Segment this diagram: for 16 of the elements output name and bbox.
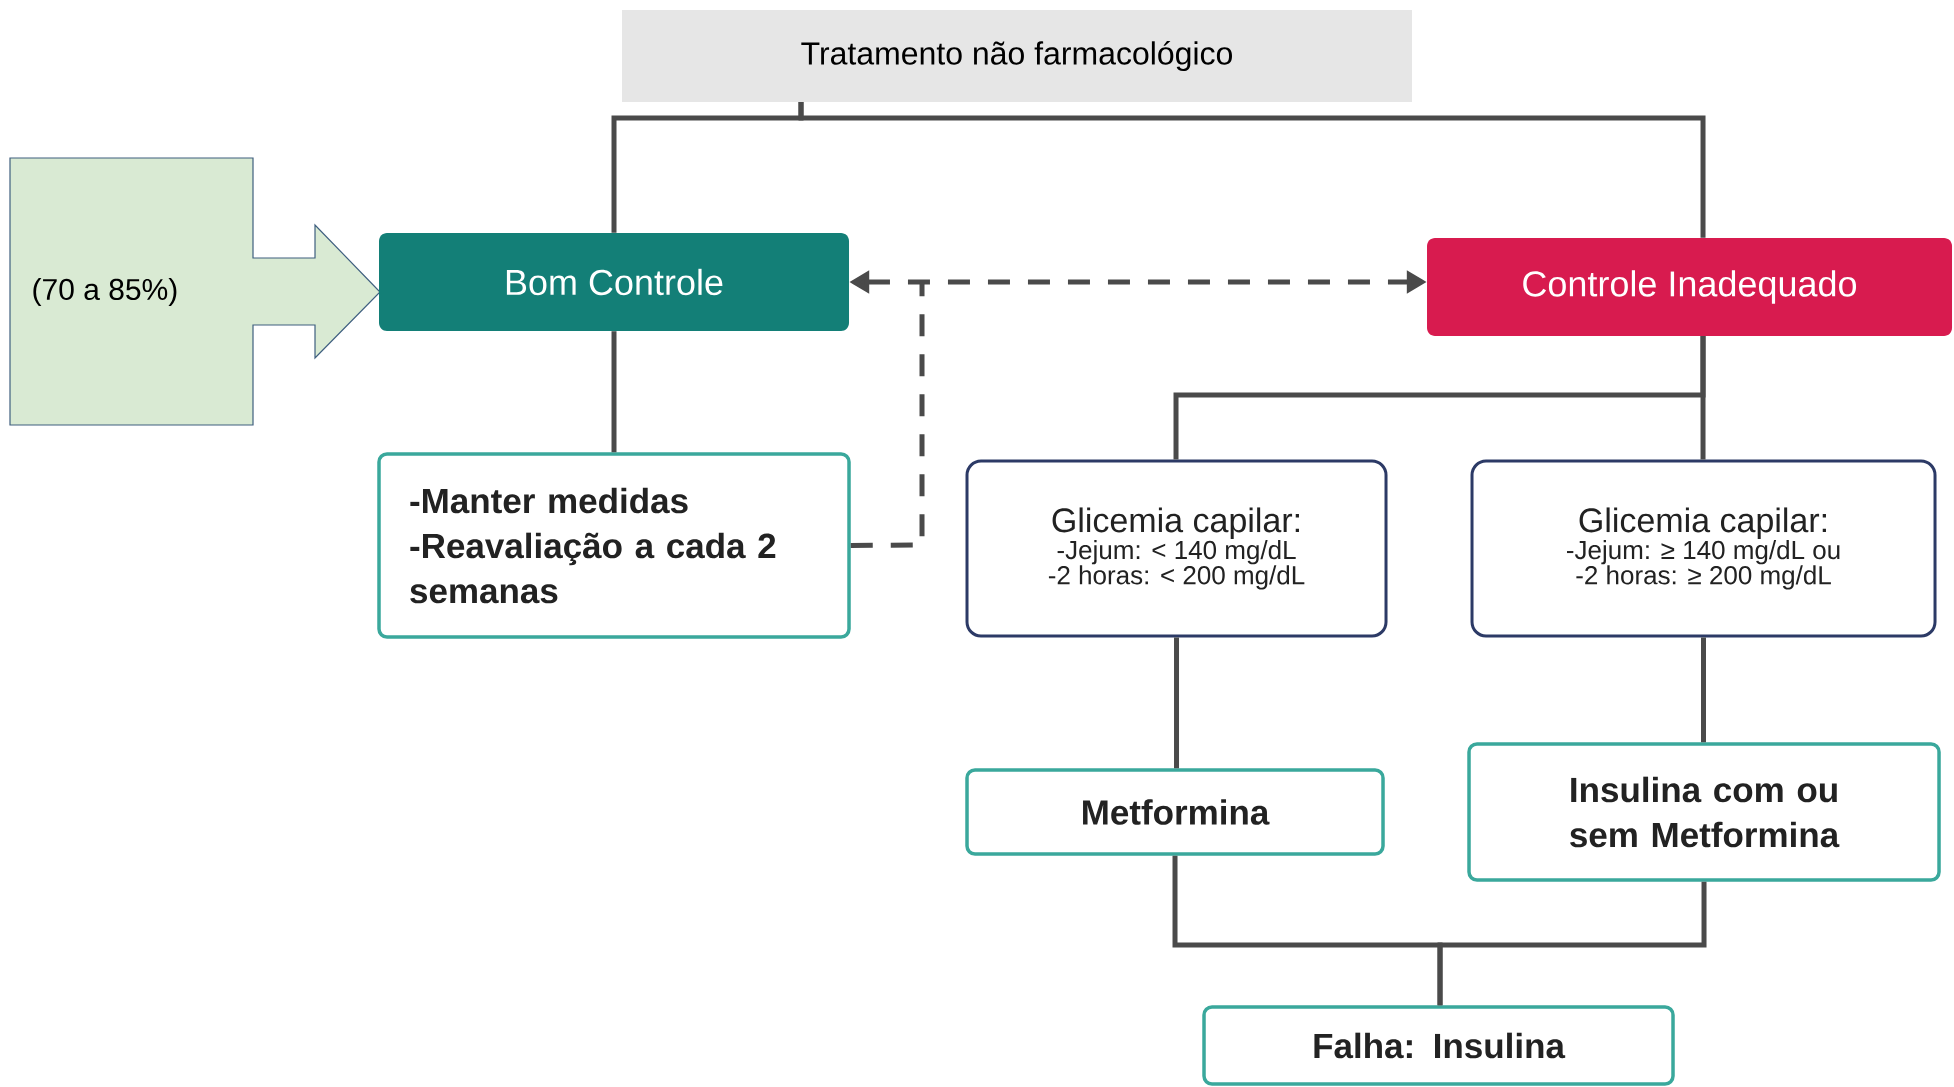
- title-box: Tratamento não farmacológico: [622, 10, 1412, 102]
- connector-line: [1700, 336, 1706, 460]
- action-box: -Manter medidas -Reavaliação a cada 2 semanas: [377, 452, 851, 639]
- criteria-box: Glicemia capilar: -Jejum: < 140 mg/dL -2 horas: < 200 mg/dL: [965, 459, 1388, 638]
- treatment-box: Insulina com ou sem Metformina: [1467, 742, 1941, 882]
- status-box: Bom Controle: [379, 233, 849, 331]
- treatment-box: Metformina: [965, 768, 1385, 856]
- connector-line: [1174, 637, 1179, 769]
- criteria-box: Glicemia capilar: -Jejum: ≥ 140 mg/dL ou -2 horas: ≥ 200 mg/dL: [1470, 459, 1937, 638]
- treatment-box: Falha: Insulina: [1202, 1005, 1675, 1086]
- connector-line: [1701, 637, 1706, 743]
- connector-line: [611, 331, 617, 453]
- connector-line: [798, 102, 1706, 238]
- dashed-line: [850, 282, 925, 548]
- status-box: Controle Inadequado: [1427, 238, 1952, 336]
- connector-line: [1437, 881, 1707, 1006]
